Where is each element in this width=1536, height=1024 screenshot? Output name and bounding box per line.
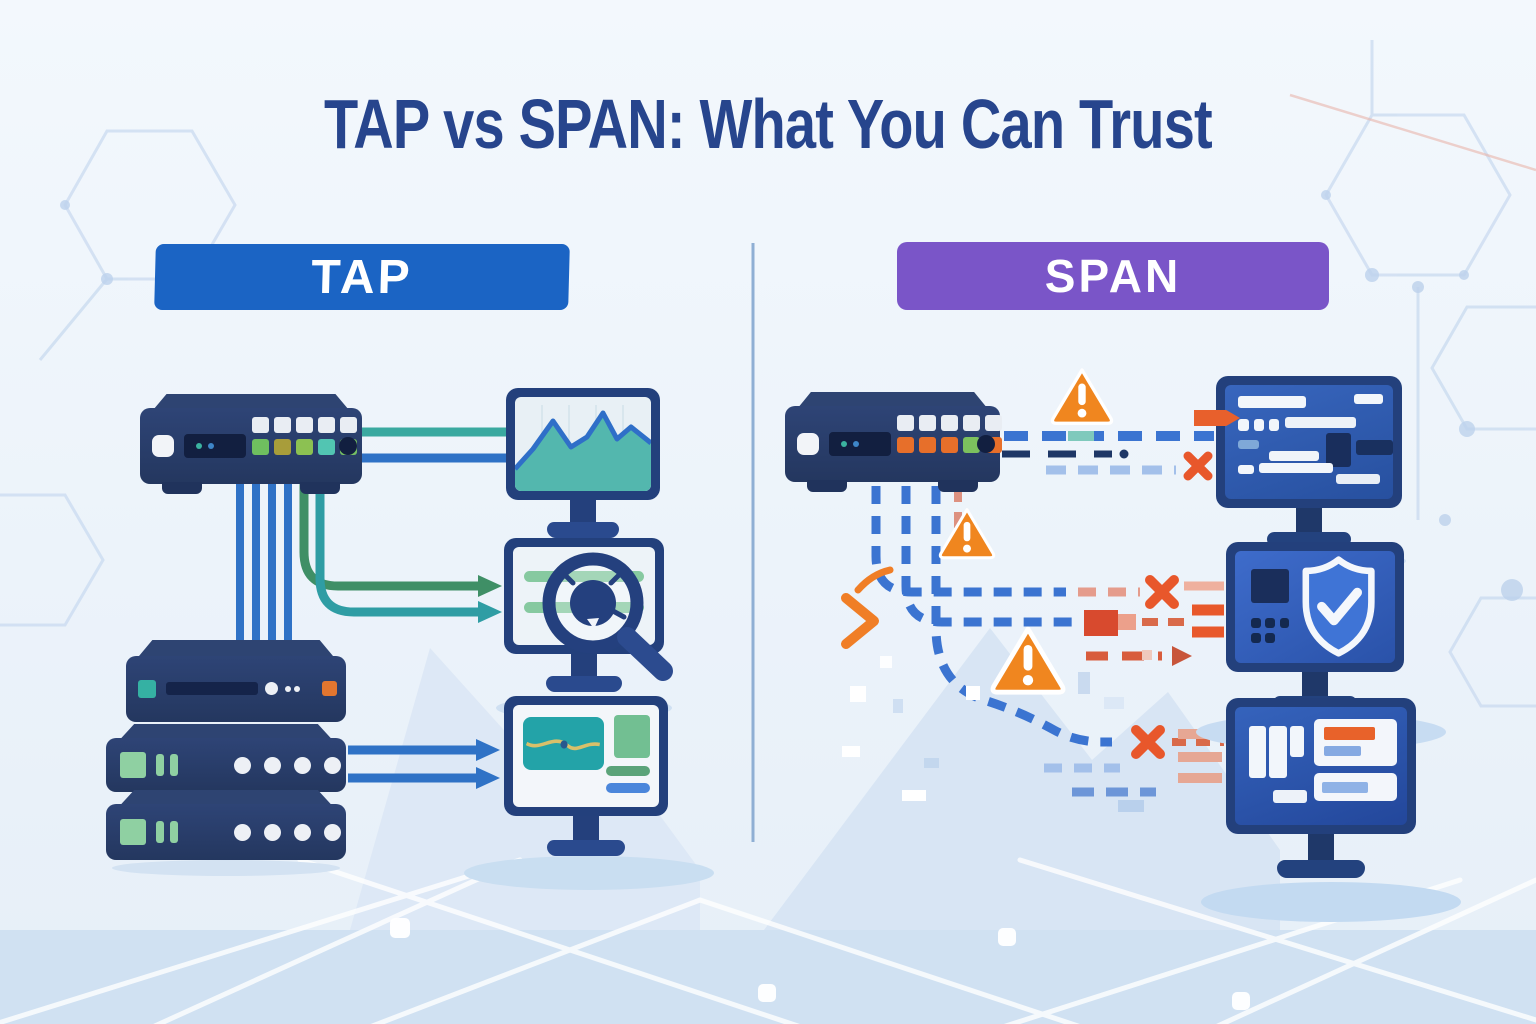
warning-triangle-icon	[938, 508, 996, 560]
warning-triangle-icon	[990, 626, 1066, 695]
page-title: TAP vs SPAN: What You Can Trust	[0, 84, 1536, 164]
span-banner-label: SPAN	[1044, 250, 1182, 302]
status-led	[138, 680, 156, 698]
drive-slot	[166, 682, 258, 695]
span-network-switch	[785, 392, 1002, 492]
switch-knob	[339, 437, 357, 455]
bottom-band	[0, 930, 1536, 1024]
arrowhead	[476, 767, 500, 789]
switch-button	[152, 435, 174, 457]
warning-triangle-icon	[1050, 368, 1114, 425]
chart-card	[523, 717, 604, 771]
warning-led	[322, 681, 337, 696]
dropped-packet-chevron-icon	[841, 593, 879, 649]
traffic-chart	[515, 405, 651, 491]
log-screen	[1225, 385, 1393, 499]
packet-loss-marks	[841, 451, 1213, 759]
arrowhead	[478, 601, 502, 623]
wave-chart	[526, 739, 601, 751]
info-card	[1314, 773, 1397, 802]
server-panel-led	[120, 752, 146, 778]
switch-knob	[977, 435, 995, 453]
tap-network-switch	[140, 394, 362, 494]
dropped-packet-block	[1084, 610, 1118, 636]
shield-check-icon	[1302, 556, 1376, 658]
alert-arrow-icon	[1194, 410, 1240, 426]
magnifier-bug-icon	[542, 552, 673, 681]
switch-ports	[897, 415, 1002, 453]
packet-loss-x-icon	[1145, 575, 1179, 609]
hill-shapes	[350, 628, 1280, 930]
arrowhead	[478, 575, 502, 597]
alert-card	[1314, 718, 1397, 766]
arrowhead	[476, 739, 500, 761]
switch-button	[797, 433, 819, 455]
monitoring-server	[106, 724, 346, 792]
switch-display	[184, 434, 246, 458]
stack-shadow	[112, 860, 340, 876]
tap-banner: TAP	[154, 244, 570, 310]
tap-banner-label: TAP	[310, 250, 414, 304]
packet-loss-x-icon	[1183, 451, 1213, 481]
tap-appliance	[126, 640, 346, 726]
switch-display	[829, 432, 891, 456]
span-banner: SPAN	[897, 242, 1329, 310]
packet-loss-x-icon	[1131, 725, 1165, 759]
monitoring-server	[106, 790, 346, 876]
title-text: TAP vs SPAN: What You Can Trust	[324, 85, 1213, 163]
server-panel-led	[120, 819, 146, 845]
arrowhead	[1172, 646, 1192, 666]
